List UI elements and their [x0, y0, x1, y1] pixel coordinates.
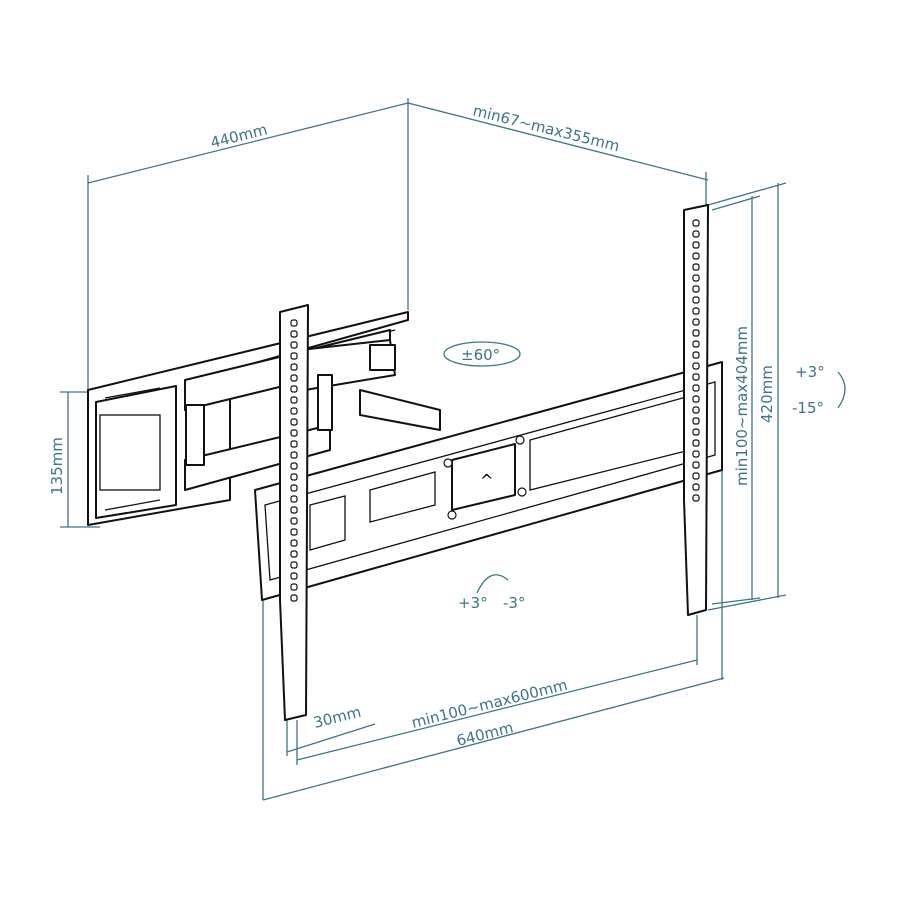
mount-hole [692, 439, 700, 447]
mount-hole [692, 351, 700, 359]
mount-hole [290, 572, 298, 580]
up-arrow-icon: ^ [480, 471, 493, 490]
mount-hole [692, 252, 700, 260]
mount-hole [290, 550, 298, 558]
mount-hole [692, 263, 700, 271]
label-vesa-vertical: min100~max404mm [733, 326, 751, 486]
mount-hole [692, 318, 700, 326]
mount-hole [290, 363, 298, 371]
label-rail-width: 640mm [455, 718, 515, 749]
mount-hole [290, 539, 298, 547]
mount-hole [692, 494, 700, 502]
mount-hole [290, 583, 298, 591]
mount-hole [290, 561, 298, 569]
mount-hole [290, 418, 298, 426]
label-wall-plate-depth: 440mm [209, 120, 269, 151]
label-level-plus: +3° [458, 594, 488, 612]
mount-hole [290, 385, 298, 393]
label-swivel: ±60° [461, 346, 500, 364]
label-extension: min67~max355mm [471, 101, 621, 155]
mount-hole [692, 285, 700, 293]
mount-hole [290, 440, 298, 448]
mount-hole [692, 373, 700, 381]
mount-hole [692, 230, 700, 238]
mount-hole [290, 319, 298, 327]
mount-hole [290, 517, 298, 525]
mount-hole [290, 330, 298, 338]
mount-hole [692, 461, 700, 469]
mount-hole [290, 341, 298, 349]
mount-hole [290, 594, 298, 602]
tv-rail: ^ [254, 361, 723, 601]
mount-hole [692, 274, 700, 282]
mount-hole [692, 340, 700, 348]
label-tilt-up: +3° [795, 363, 825, 381]
label-bracket-height: 420mm [758, 365, 776, 423]
mount-hole [290, 495, 298, 503]
mount-hole [692, 406, 700, 414]
strip-holes [290, 219, 700, 602]
mount-hole [692, 483, 700, 491]
mount-hole [290, 429, 298, 437]
mount-hole [692, 384, 700, 392]
mount-hole [692, 296, 700, 304]
label-level-minus: -3° [503, 594, 525, 612]
mount-hole [290, 462, 298, 470]
mount-hole [290, 451, 298, 459]
mount-hole [290, 407, 298, 415]
mount-hole [290, 473, 298, 481]
mount-hole [692, 307, 700, 315]
label-tilt-down: -15° [792, 399, 824, 417]
label-strip-width: 30mm [312, 703, 363, 732]
mount-hole [692, 362, 700, 370]
mount-hole [290, 506, 298, 514]
mount-hole [692, 219, 700, 227]
mount-hole [692, 395, 700, 403]
mount-hole [692, 472, 700, 480]
mount-hole [290, 396, 298, 404]
mount-hole [692, 428, 700, 436]
label-wall-plate-height: 135mm [48, 437, 66, 495]
dimension-lines [60, 98, 846, 801]
mount-hole [692, 329, 700, 337]
mount-hole [290, 352, 298, 360]
mount-hole [290, 374, 298, 382]
mount-hole [290, 484, 298, 492]
mount-hole [692, 417, 700, 425]
mount-hole [692, 450, 700, 458]
mount-hole [290, 528, 298, 536]
mount-hole [692, 241, 700, 249]
